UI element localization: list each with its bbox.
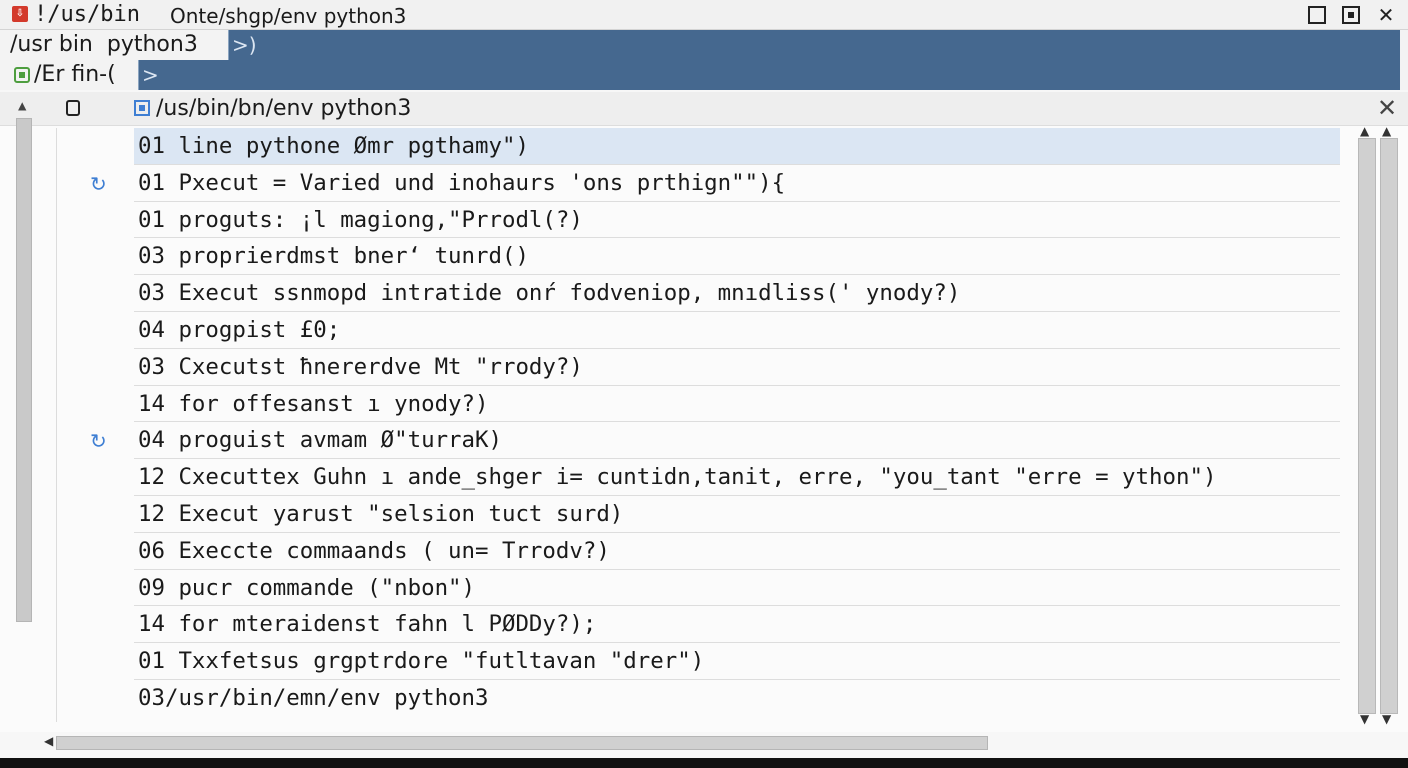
- title-bar: ⇩ !/us/bin Onte/shgp/env python3 ✕: [0, 0, 1408, 30]
- code-line[interactable]: 03 proprierdmst bnerʻ tunrd(): [134, 238, 1340, 276]
- collapse-up-icon[interactable]: ▲: [18, 98, 27, 114]
- code-line[interactable]: 14 for mteraidenst fahn l PØDDy?);: [134, 606, 1340, 644]
- minimize-button[interactable]: [1306, 4, 1328, 26]
- refresh-icon[interactable]: ↻: [90, 429, 107, 453]
- code-line[interactable]: 12 Execut yarust "selsion tuct surd): [134, 496, 1340, 533]
- scroll-up-icon[interactable]: ▲: [1360, 124, 1370, 138]
- vertical-scrollbar-primary[interactable]: ▲ ▼: [1358, 124, 1376, 726]
- folder-status-icon: [14, 67, 30, 83]
- window-title-command: Onte/shgp/env python3: [170, 4, 407, 28]
- editor-tab-bar: ▲ /us/bin/bn/env python3 ✕: [0, 92, 1408, 126]
- close-icon: ✕: [1377, 3, 1395, 27]
- code-line[interactable]: 01 Pxecut = Varied und inohaurs 'ons prt…: [134, 165, 1340, 202]
- app-icon: ⇩: [12, 6, 28, 22]
- minimize-icon: [1308, 6, 1326, 24]
- code-line[interactable]: 01 Txxfetsus grgptrdore "futltavan "drer…: [134, 643, 1340, 680]
- scroll-down-icon[interactable]: ▼: [1382, 712, 1392, 726]
- code-line[interactable]: 01 line pythone Ømr pgthamy"): [134, 128, 1340, 165]
- refresh-icon[interactable]: ↻: [90, 172, 107, 196]
- code-line[interactable]: 03 Execut ssnmopd intratide onŕ fodvenio…: [134, 275, 1340, 312]
- path-bar-primary-text[interactable]: /usr bin python3: [10, 32, 198, 57]
- code-line[interactable]: 06 Execcte commaands ( un= Trrodv?): [134, 533, 1340, 570]
- code-line[interactable]: 12 Cxecuttex Guhn ı ande_shger i= cuntid…: [134, 459, 1340, 496]
- code-line[interactable]: 14 for offesanst ı ynody?): [134, 386, 1340, 423]
- tab-title[interactable]: /us/bin/bn/env python3: [156, 96, 412, 121]
- maximize-icon: [1342, 6, 1360, 24]
- code-line[interactable]: 01 proguts: ¡l magiong,"Prrodl(?): [134, 202, 1340, 239]
- path-bar-primary: /usr bin python3 >): [0, 30, 1408, 60]
- code-line[interactable]: 04 progpist £0;: [134, 312, 1340, 349]
- path-bar-secondary-chevron[interactable]: >: [138, 60, 159, 90]
- path-bar-primary-track[interactable]: [228, 30, 1400, 60]
- path-bar-primary-chevron[interactable]: >): [228, 30, 257, 60]
- maximize-button[interactable]: [1340, 4, 1362, 26]
- code-lines: 01 line pythone Ømr pgthamy") 01 Pxecut …: [134, 128, 1340, 717]
- tab-pin-icon[interactable]: [66, 100, 80, 116]
- window-title-path: !/us/bin: [34, 2, 140, 27]
- vertical-scroll-thumb[interactable]: [1380, 138, 1398, 714]
- scroll-left-icon[interactable]: ◀: [44, 734, 54, 748]
- code-line[interactable]: 03/usr/bin/emn/env python3: [138, 684, 489, 711]
- horizontal-scroll-thumb[interactable]: [56, 736, 988, 750]
- file-icon: [134, 100, 150, 116]
- path-bar-secondary-text[interactable]: /Er fin-(: [34, 62, 116, 87]
- path-bar-secondary-track[interactable]: [138, 60, 1400, 90]
- indent-guide: [56, 128, 57, 722]
- horizontal-scrollbar[interactable]: ◀: [44, 734, 1400, 750]
- close-button[interactable]: ✕: [1375, 4, 1397, 26]
- path-bar-secondary: /Er fin-( >: [0, 60, 1408, 90]
- left-scroll-rail[interactable]: [16, 118, 32, 622]
- code-line[interactable]: 04 proguist avmam Ø"turraK): [134, 422, 1340, 460]
- editor-pane: ▲ /us/bin/bn/env python3 ✕ ↻ ↻ 01 line p…: [0, 92, 1408, 732]
- scroll-up-icon[interactable]: ▲: [1382, 124, 1392, 138]
- vertical-scrollbar-secondary[interactable]: ▲ ▼: [1380, 124, 1398, 726]
- code-line[interactable]: 09 pucr commande ("nbon"): [134, 570, 1340, 607]
- code-line[interactable]: 03 Cxecutst ħnererdve Mt "rrody?): [134, 349, 1340, 386]
- tab-close-icon[interactable]: ✕: [1377, 94, 1398, 122]
- scroll-down-icon[interactable]: ▼: [1360, 712, 1370, 726]
- vertical-scroll-thumb[interactable]: [1358, 138, 1376, 714]
